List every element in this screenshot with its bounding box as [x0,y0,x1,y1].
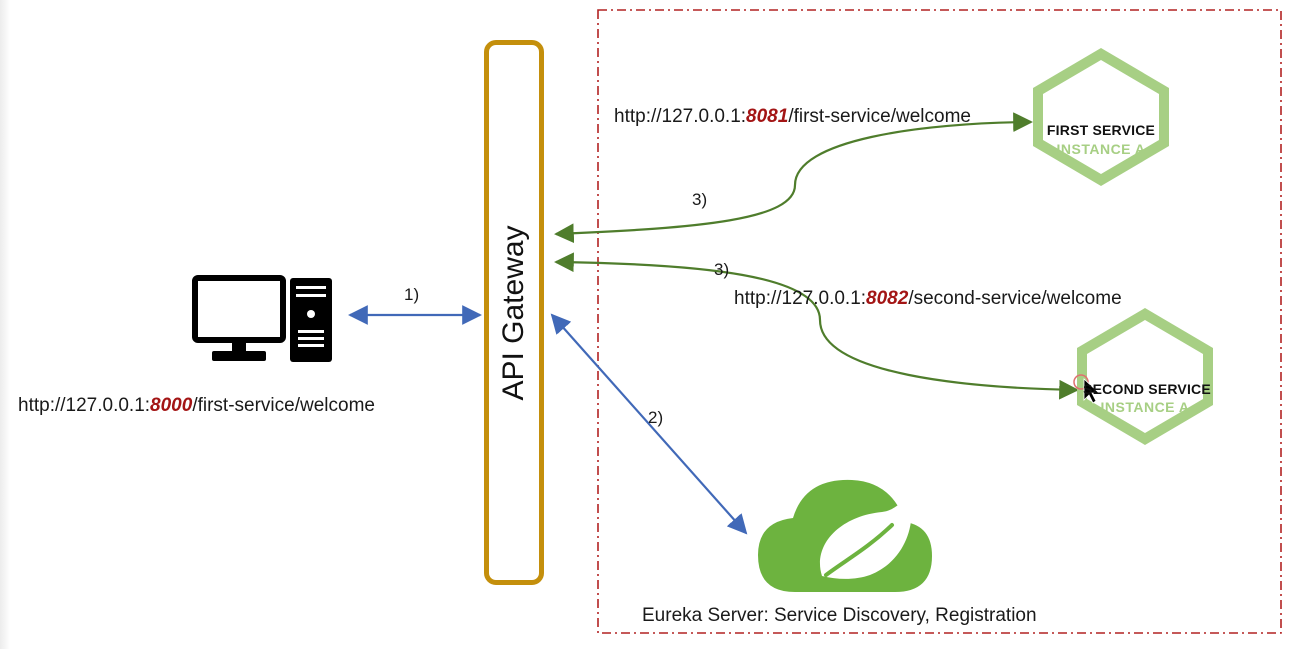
first-service-title: FIRST SERVICE [1046,122,1156,138]
api-gateway-label: API Gateway [497,225,530,401]
second-service-url-suffix: /second-service/welcome [908,288,1122,309]
second-service-instance: INSTANCE A [1100,399,1190,415]
step-1-label: 1) [404,285,420,304]
step-3b-label: 3) [714,260,730,279]
client-url-prefix: http://127.0.0.1: [18,395,151,416]
step-2-label: 2) [648,408,664,427]
cursor-icon [1073,374,1101,404]
service-boundary-box [597,9,1282,634]
eureka-server-label: Eureka Server: Service Discovery, Regist… [642,605,1037,626]
gateway-first-service-arrow [554,112,1033,244]
second-service-hexagon-icon [1077,308,1213,445]
first-service-url: http://127.0.0.1:8081/first-service/welc… [614,106,971,128]
gateway-second-service-arrow [554,252,1079,400]
second-service-url-prefix: http://127.0.0.1: [734,288,867,309]
second-service-url: http://127.0.0.1:8082/second-service/wel… [734,288,1122,310]
computer-icon [192,275,332,362]
first-service-port: 8081 [746,106,789,127]
client-url-suffix: /first-service/welcome [192,395,375,416]
first-service-url-suffix: /first-service/welcome [788,106,971,127]
step-3a-label: 3) [692,190,708,209]
first-service-url-prefix: http://127.0.0.1: [614,106,747,127]
api-gateway-box [484,40,544,585]
first-service-hexagon-icon [1033,48,1169,186]
spring-cloud-icon [758,479,932,592]
first-service-instance: INSTANCE A [1056,141,1146,157]
client-port: 8000 [150,395,193,416]
second-service-port: 8082 [866,288,909,309]
client-url: http://127.0.0.1:8000/first-service/welc… [18,395,375,417]
left-edge-shade [0,0,10,649]
second-service-title: SECOND SERVICE [1083,381,1211,397]
